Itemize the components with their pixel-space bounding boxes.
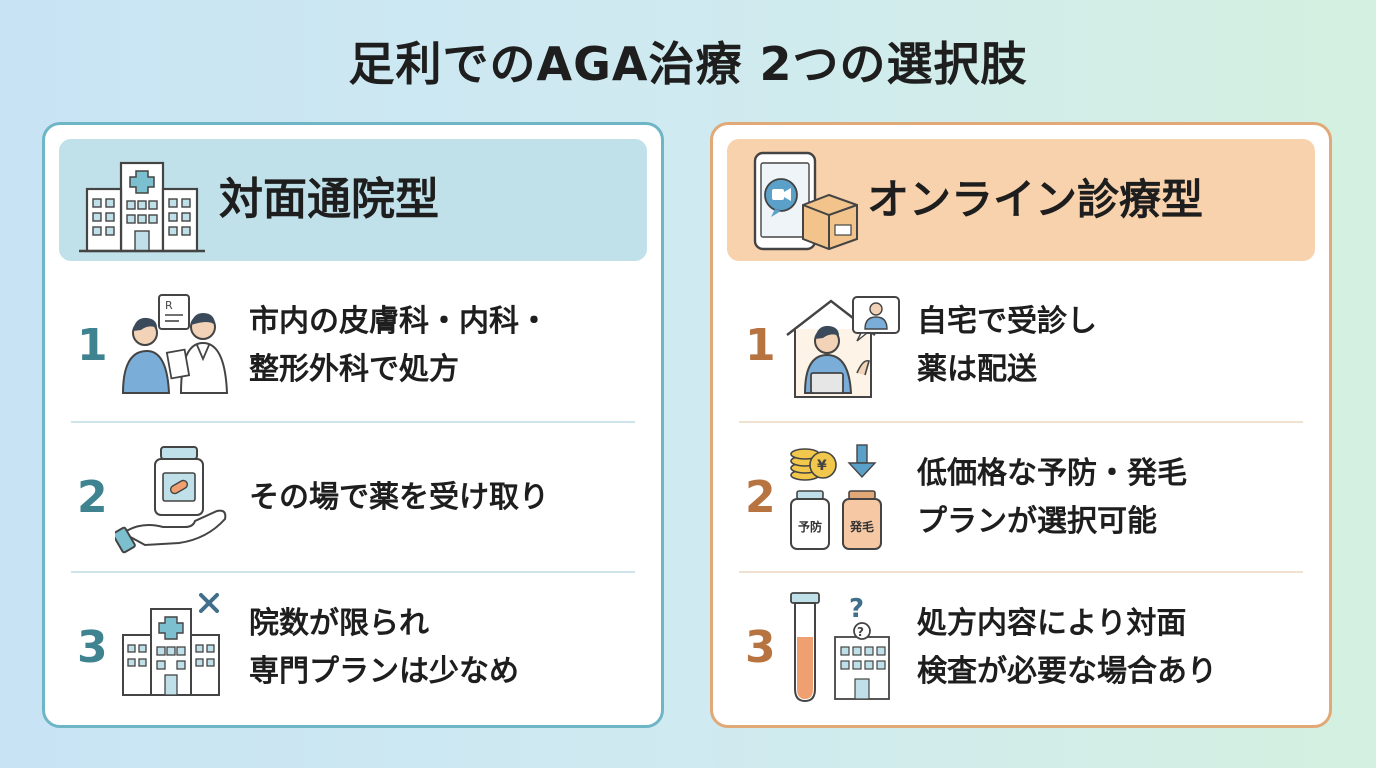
medicine-hand-icon <box>115 446 227 554</box>
list-item: 1 自宅で受診し 薬は配送 <box>727 271 1315 421</box>
item-number: 3 <box>745 622 776 673</box>
home-video-call-icon <box>786 296 900 398</box>
bottle-label-1: 予防 <box>798 519 822 534</box>
item-line2: 整形外科で処方 <box>249 352 459 387</box>
item-line2: プランが選択可能 <box>917 504 1157 539</box>
online-heading: オンライン診療型 <box>867 175 1204 224</box>
coins-bottles-icon: ¥ 予防 発毛 <box>790 444 882 550</box>
page-title: 足利でのAGA治療 2つの選択肢 <box>348 37 1028 91</box>
item-line1: 院数が限られ <box>249 606 429 641</box>
smartphone-package-icon <box>753 151 858 251</box>
item-line1: 低価格な予防・発毛 <box>917 456 1187 491</box>
item-number: 1 <box>77 320 108 371</box>
item-number: 2 <box>745 472 776 523</box>
item-line1: 自宅で受診し <box>917 304 1097 339</box>
test-tube-hospital-icon: ? ? <box>790 592 890 703</box>
divider <box>71 421 635 423</box>
hospital-icon <box>79 161 205 253</box>
hospital-x-icon <box>122 593 220 696</box>
item-line2: 薬は配送 <box>917 352 1037 387</box>
item-line1: 市内の皮膚科・内科・ <box>249 304 549 339</box>
item-number: 2 <box>77 472 108 523</box>
divider <box>71 571 635 573</box>
divider <box>739 571 1303 573</box>
question-icon: ? <box>849 594 864 624</box>
doctor-patient-icon: R <box>121 294 229 394</box>
item-line2: 専門プランは少なめ <box>249 654 519 689</box>
item-number: 3 <box>77 622 108 673</box>
divider <box>739 421 1303 423</box>
yen-coin-icon: ¥ <box>817 458 827 474</box>
list-item: 3 ? ? 処方内容により対面 検査が必要な場合あり <box>727 573 1315 723</box>
in-person-heading: 対面通院型 <box>219 174 439 225</box>
question-small-icon: ? <box>857 625 864 639</box>
list-item: 1 R 市内の皮膚科・内科・ 整形外科で処方 <box>59 271 647 421</box>
item-line1: その場で薬を受け取り <box>249 480 549 515</box>
item-line2: 検査が必要な場合あり <box>917 654 1217 689</box>
in-person-header: 対面通院型 <box>59 139 647 261</box>
item-line1: 処方内容により対面 <box>917 606 1187 641</box>
online-header: オンライン診療型 <box>727 139 1315 261</box>
list-item: 2 その場で薬を受け取り <box>59 423 647 573</box>
rx-symbol: R <box>165 299 173 312</box>
list-item: 3 院数が限られ 専門プランは少なめ <box>59 573 647 723</box>
item-number: 1 <box>745 320 776 371</box>
arrow-down-icon <box>847 444 877 479</box>
online-panel: オンライン診療型 1 自宅で受診し 薬は配送 2 <box>710 122 1332 728</box>
list-item: 2 ¥ 予防 発毛 低価格な予防・発毛 プランが選択可能 <box>727 423 1315 573</box>
close-icon <box>199 593 219 613</box>
bottle-label-2: 発毛 <box>849 519 874 534</box>
in-person-panel: 対面通院型 1 R 市内の皮膚科・内科・ 整形外科で処方 2 <box>42 122 664 728</box>
